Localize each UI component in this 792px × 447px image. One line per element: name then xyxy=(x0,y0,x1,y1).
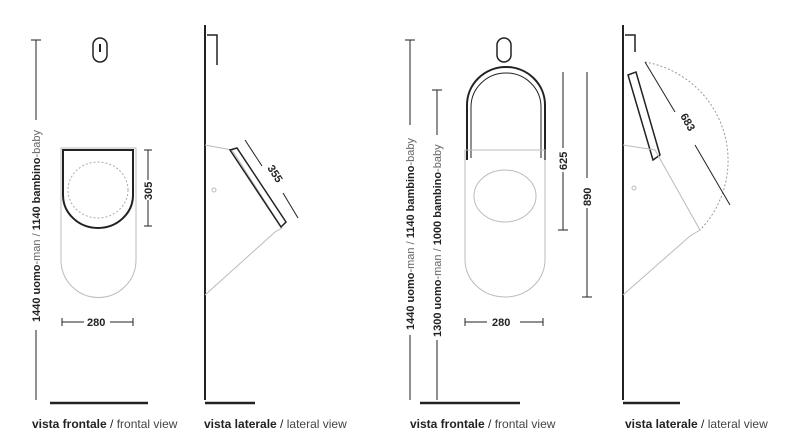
caption-lateral-2: vista laterale / lateral view xyxy=(625,417,768,431)
front-view-2 xyxy=(405,37,592,405)
caption-lateral-1: vista laterale / lateral view xyxy=(204,417,347,431)
dim-lid-height: 625 xyxy=(558,152,570,170)
dim-width-2: 280 xyxy=(492,317,510,329)
flush-valve-icon xyxy=(625,34,636,52)
caption-frontal-1: vista frontale / frontal view xyxy=(32,417,178,431)
caption-frontal-2: vista frontale / frontal view xyxy=(410,417,556,431)
height-label-front-2b: 1300 uomo-man / 1000 bambino-baby xyxy=(432,144,444,337)
flush-valve-icon xyxy=(496,37,512,63)
dim-lid-length: 355 xyxy=(264,163,284,185)
front-view-1 xyxy=(31,37,152,405)
height-label-front-2: 1440 uomo-man / 1140 bambino-baby xyxy=(405,138,417,330)
flush-valve-icon xyxy=(92,37,108,63)
dim-width-1: 280 xyxy=(87,317,105,329)
height-label-front-1: 1440 uomo-man / 1140 bambino-baby xyxy=(31,130,43,322)
side-view-2 xyxy=(622,25,731,405)
dim-lid-open: 683 xyxy=(677,112,697,134)
dim-seat-height: 305 xyxy=(143,182,155,200)
side-view-1 xyxy=(204,25,299,405)
dim-total-height: 890 xyxy=(582,188,594,206)
flush-valve-icon xyxy=(207,34,218,65)
